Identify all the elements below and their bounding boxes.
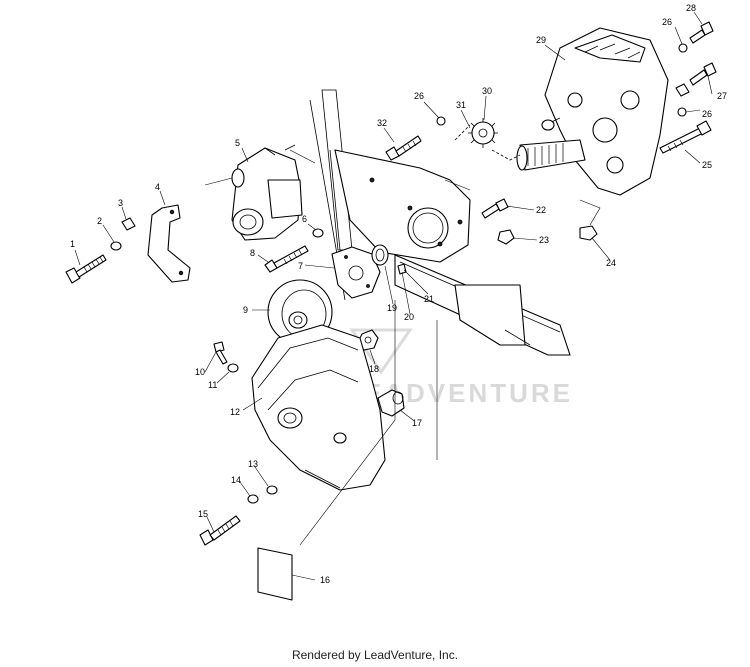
callout-11: 11	[208, 380, 217, 390]
callout-9: 9	[243, 305, 248, 315]
nut-23	[497, 229, 515, 245]
callout-1: 1	[70, 239, 75, 249]
bolt-22	[481, 198, 509, 219]
sprocket	[468, 118, 498, 148]
washer-26c	[677, 107, 687, 117]
callout-31: 31	[456, 100, 466, 110]
leader-lines	[74, 11, 713, 581]
mounting-plate	[334, 149, 471, 263]
footer-credit: Rendered by LeadVenture, Inc.	[291, 648, 459, 662]
frame-rails	[309, 89, 571, 356]
nut-24	[579, 225, 598, 241]
bolt	[65, 254, 107, 284]
callout-6: 6	[302, 214, 307, 224]
callout-16: 16	[320, 575, 330, 585]
spacer	[377, 389, 405, 417]
washer-14	[247, 494, 259, 504]
callout-4: 4	[155, 182, 160, 192]
nut-22b	[675, 83, 690, 97]
callout-14: 14	[231, 475, 241, 485]
long-bolt-25	[659, 120, 712, 154]
washer-6	[312, 228, 324, 238]
callout-5: 5	[235, 138, 240, 148]
callout-26a: 26	[414, 91, 424, 101]
callout-8: 8	[250, 248, 255, 258]
washer	[110, 241, 122, 251]
callout-20: 20	[404, 312, 414, 322]
nut	[121, 217, 136, 231]
washer-26b	[678, 43, 688, 53]
motor-housing	[231, 144, 303, 241]
gearbox-housing	[516, 27, 669, 196]
callout-28: 28	[686, 3, 696, 13]
bolt-15	[199, 515, 241, 546]
callout-21: 21	[424, 294, 434, 304]
callout-29: 29	[536, 35, 546, 45]
flange-plate	[331, 246, 381, 299]
callout-3: 3	[118, 198, 123, 208]
callout-10: 10	[195, 367, 205, 377]
callout-19: 19	[387, 303, 397, 313]
callout-27: 27	[717, 91, 727, 101]
decal	[257, 547, 293, 601]
callout-7: 7	[298, 261, 303, 271]
callout-12: 12	[230, 407, 240, 417]
belt-guard-cover	[251, 324, 386, 491]
washer-11	[227, 363, 239, 373]
callout-26b: 26	[662, 17, 672, 27]
callout-32: 32	[377, 118, 387, 128]
bolt-27	[689, 62, 717, 86]
washer-13	[266, 485, 278, 495]
callout-24: 24	[606, 258, 616, 268]
bracket	[147, 204, 191, 283]
seal	[371, 244, 389, 266]
callout-23: 23	[539, 235, 549, 245]
callout-30: 30	[482, 86, 492, 96]
callout-17: 17	[412, 418, 422, 428]
bolt-8	[264, 245, 309, 273]
callout-labels: 1 2 3 4 5 6 7 8 9 10 11 12 13 14 15 16 1…	[70, 3, 727, 585]
bolt-32	[385, 135, 422, 161]
callout-18: 18	[369, 364, 379, 374]
callout-13: 13	[248, 459, 258, 469]
bolt-28	[689, 21, 714, 44]
small-bolt	[213, 341, 228, 365]
callout-26c: 26	[702, 109, 712, 119]
callout-15: 15	[198, 509, 208, 519]
callout-2: 2	[97, 216, 102, 226]
callout-25: 25	[702, 160, 712, 170]
washer-26a	[436, 116, 446, 126]
callout-22: 22	[536, 205, 546, 215]
